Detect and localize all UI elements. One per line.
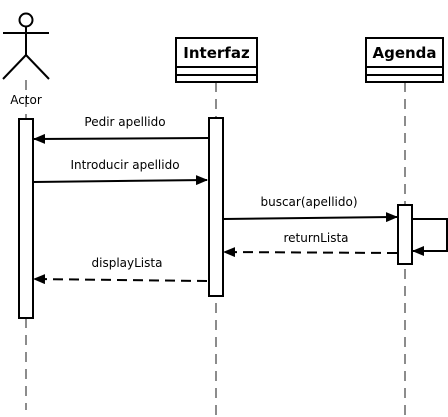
- message-display-lista-label: displayLista: [92, 256, 163, 270]
- message-buscar-apellido-label: buscar(apellido): [260, 195, 357, 209]
- agenda-title: Agenda: [372, 44, 436, 62]
- message-introducir-apellido-label: Introducir apellido: [70, 158, 179, 172]
- message-introducir-apellido-arrow: [32, 175, 208, 186]
- agenda-box: Agenda: [365, 37, 444, 83]
- message-buscar-apellido-arrow: [222, 212, 398, 223]
- message-pedir-apellido-arrow: [33, 133, 209, 144]
- interfaz-box: Interfaz: [175, 37, 258, 83]
- interfaz-title: Interfaz: [183, 44, 250, 62]
- actor-label: Actor: [10, 93, 42, 107]
- message-self-call-arrow: [412, 218, 448, 256]
- message-pedir-apellido-label: Pedir apellido: [84, 115, 165, 129]
- interfaz-activation-bar: [208, 117, 224, 297]
- message-return-lista-arrow: [223, 247, 398, 258]
- agenda-activation-bar: [397, 204, 413, 265]
- message-display-lista-arrow: [33, 274, 208, 285]
- actor-activation-bar: [18, 118, 34, 319]
- actor-figure: [2, 12, 50, 80]
- message-return-lista-label: returnLista: [283, 231, 348, 245]
